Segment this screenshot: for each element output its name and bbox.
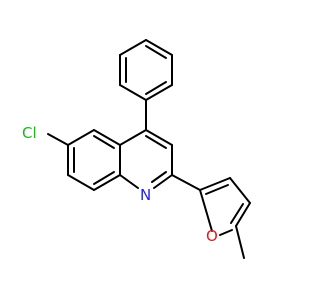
bond	[153, 174, 173, 189]
molecule-structure: Cl N O	[22, 39, 251, 259]
bond	[199, 177, 231, 191]
furan-ring	[199, 177, 251, 236]
chlorine-bond	[47, 133, 69, 146]
bond	[119, 39, 147, 56]
double-bond-line	[145, 45, 167, 59]
double-bond-line	[93, 171, 115, 185]
double-bond-line	[151, 171, 167, 183]
double-bond-line	[93, 135, 115, 149]
bond	[199, 189, 213, 232]
bond	[145, 84, 173, 101]
bond	[119, 129, 147, 146]
quinoline-furan-bond	[171, 174, 201, 191]
chlorine-atom-label: Cl	[22, 124, 37, 142]
double-bond-line	[205, 184, 229, 195]
benzo-ring	[67, 129, 121, 191]
double-bond-line	[230, 203, 244, 224]
double-bond-line	[145, 135, 167, 149]
oxygen-atom-label: O	[206, 227, 218, 245]
bond	[93, 174, 121, 191]
bond	[145, 39, 173, 56]
bond	[119, 174, 139, 189]
nitrogen-atom-label: N	[140, 186, 151, 204]
bond	[67, 174, 95, 191]
bond	[119, 84, 147, 101]
bond	[67, 129, 95, 146]
bond	[145, 129, 173, 146]
methyl-bond	[235, 225, 245, 259]
bond	[235, 202, 251, 227]
bond	[93, 129, 121, 146]
bond	[219, 229, 233, 236]
pyridine-ring	[119, 129, 173, 189]
double-bond-line	[145, 81, 167, 95]
bond	[229, 177, 251, 204]
phenyl-ring	[119, 39, 173, 101]
